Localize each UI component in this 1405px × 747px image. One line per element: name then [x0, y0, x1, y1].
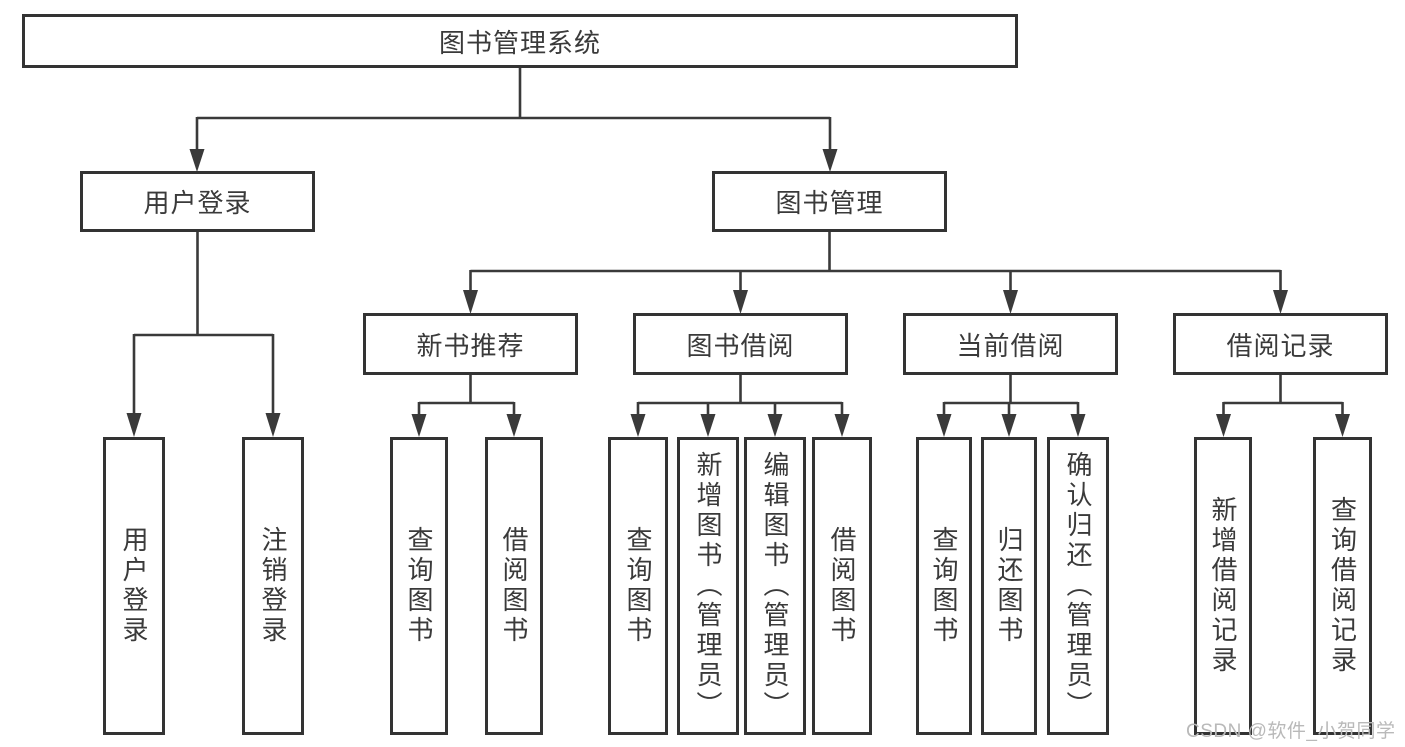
leaf-user-login: 用户登录 [103, 437, 165, 735]
leaf-query-books-current: 查询图书 [916, 437, 972, 735]
leaf-add-borrowing-record: 新增借阅记录 [1194, 437, 1252, 735]
leaf-query-books-recommend: 查询图书 [390, 437, 448, 735]
leaf-confirm-return-admin: 确认归还（管理员） [1047, 437, 1109, 735]
leaf-logout-login: 注销登录 [242, 437, 304, 735]
leaf-borrow-books-borrowing: 借阅图书 [812, 437, 872, 735]
node-library-management-system: 图书管理系统 [22, 14, 1018, 68]
node-borrowing-records: 借阅记录 [1173, 313, 1388, 375]
leaf-query-borrowing-record: 查询借阅记录 [1313, 437, 1372, 735]
leaf-query-books-borrowing: 查询图书 [608, 437, 668, 735]
leaf-add-books-admin: 新增图书（管理员） [677, 437, 739, 735]
leaf-borrow-books-recommend: 借阅图书 [485, 437, 543, 735]
node-user-login: 用户登录 [80, 171, 315, 232]
node-current-borrowing: 当前借阅 [903, 313, 1118, 375]
csdn-watermark: CSDN @软件_小贺同学 [1186, 721, 1396, 742]
node-book-borrowing: 图书借阅 [633, 313, 848, 375]
leaf-return-books: 归还图书 [981, 437, 1037, 735]
leaf-edit-books-admin: 编辑图书（管理员） [744, 437, 806, 735]
node-new-book-recommend: 新书推荐 [363, 313, 578, 375]
node-book-management: 图书管理 [712, 171, 947, 232]
